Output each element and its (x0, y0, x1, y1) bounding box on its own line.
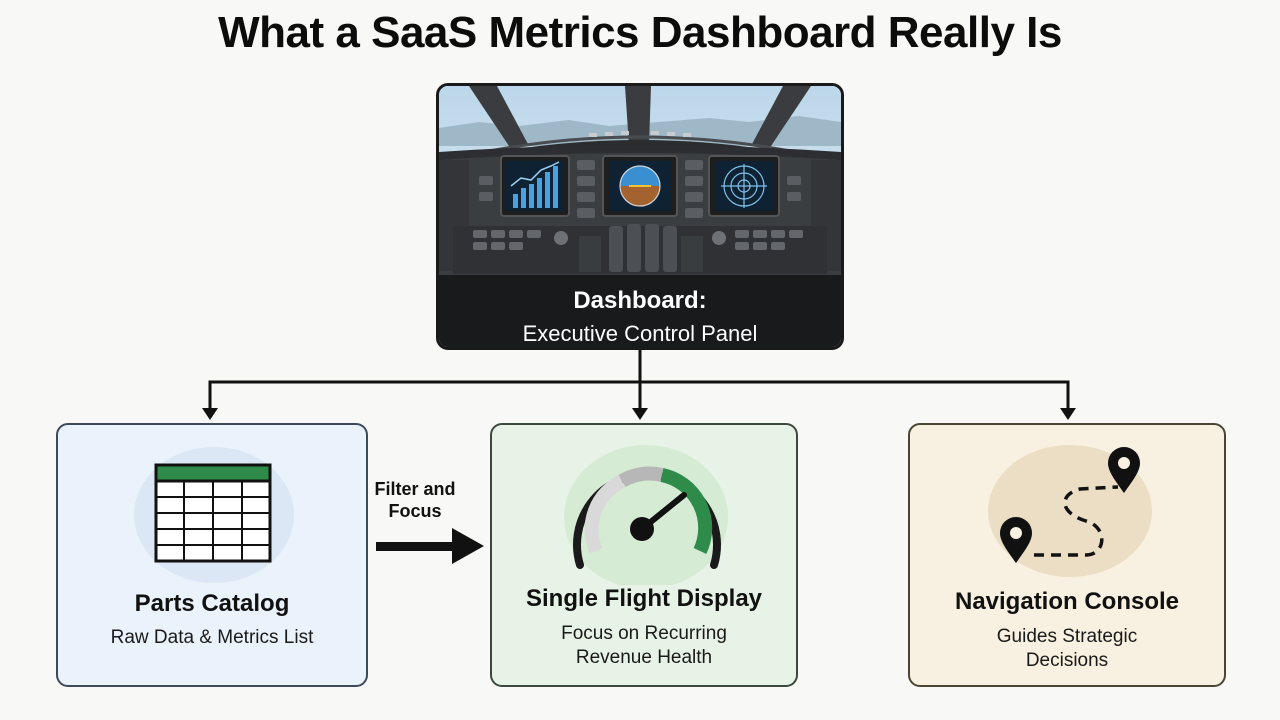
parts-catalog-title: Parts Catalog (134, 590, 290, 617)
navigation-console-title: Navigation Console (954, 588, 1180, 615)
spreadsheet-icon (134, 447, 294, 583)
arrowhead-left (202, 408, 218, 420)
filter-focus-label: Filter and Focus (374, 479, 456, 521)
single-flight-display-title: Single Flight Display (525, 585, 763, 612)
dashboard-subtitle: Executive Control Panel (522, 321, 758, 346)
parts-catalog-subtitle: Raw Data & Metrics List (110, 627, 314, 648)
page-title: What a SaaS Metrics Dashboard Really Is (218, 8, 1062, 57)
single-flight-display-subtitle: Focus on Recurring Revenue Health (561, 623, 727, 668)
single-flight-display-card: Single Flight Display Focus on Recurring… (490, 423, 798, 687)
dashboard-caption: Dashboard: Executive Control Panel (439, 275, 841, 347)
map-pin-icon (1108, 447, 1140, 493)
dashboard-card: Dashboard: Executive Control Panel (436, 83, 844, 350)
route-map-icon (988, 445, 1152, 577)
map-pin-icon (1000, 517, 1032, 563)
navigation-console-subtitle: Guides Strategic Decisions (996, 626, 1138, 671)
gauge-icon (564, 445, 728, 585)
arrowhead-right (1060, 408, 1076, 420)
parts-catalog-card: Parts Catalog Raw Data & Metrics List (56, 423, 368, 687)
filter-arrow (376, 528, 484, 564)
connector-horizontal (208, 380, 1070, 410)
arrowhead-center (632, 408, 648, 420)
dashboard-title: Dashboard: (573, 287, 707, 314)
navigation-console-card: Navigation Console Guides Strategic Deci… (908, 423, 1226, 687)
